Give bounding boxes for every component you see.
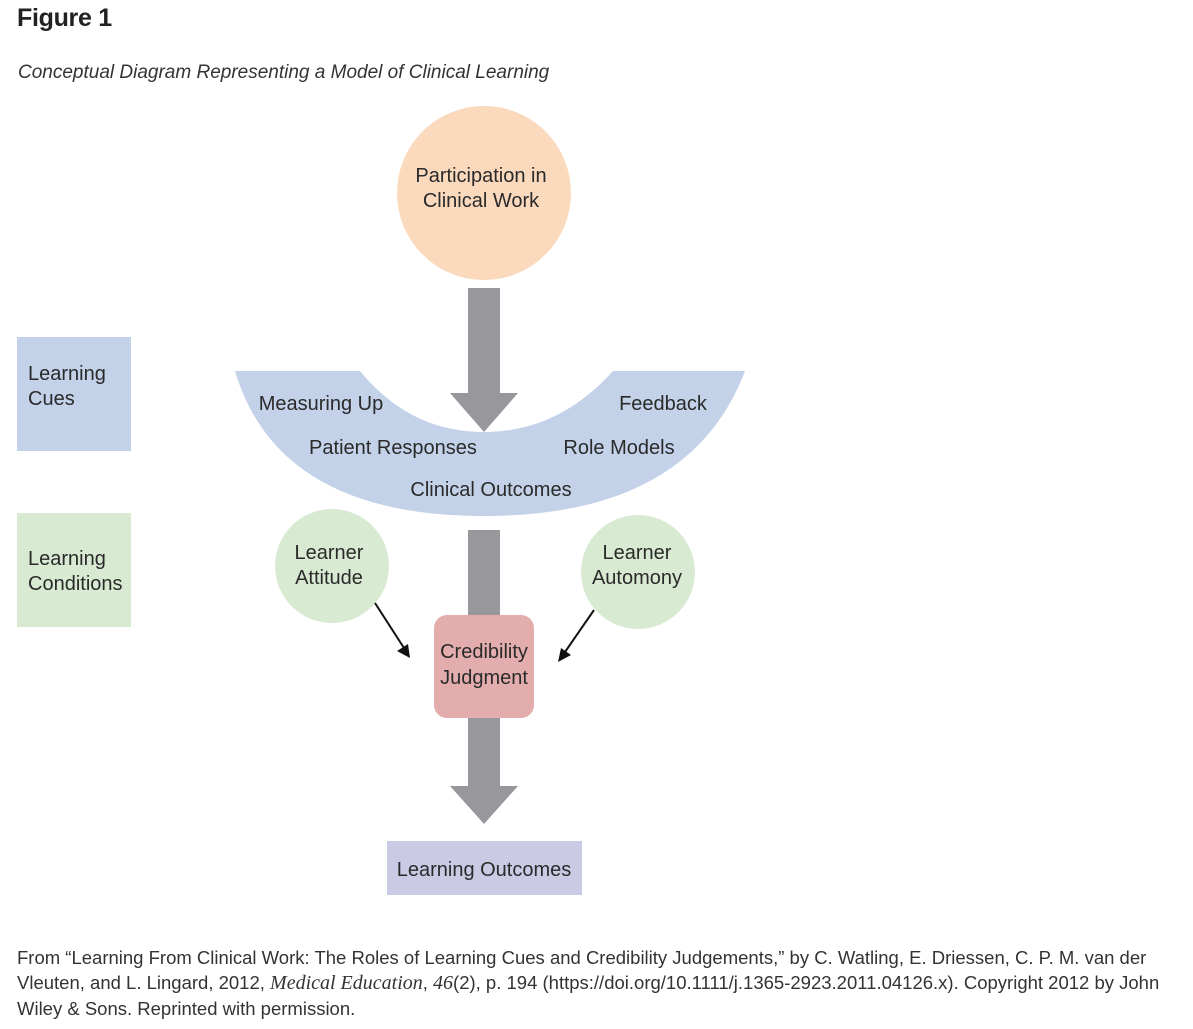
learner-automony-line1: Learner <box>603 542 672 564</box>
cue-role-models: Role Models <box>563 437 674 459</box>
citation-volume: 46 <box>433 972 454 994</box>
credibility-line1: Credibility <box>440 641 528 663</box>
participation-circle <box>397 106 571 280</box>
legend-conditions-box <box>17 513 131 627</box>
learner-attitude-line1: Learner <box>295 542 364 564</box>
legend-conditions-line2: Conditions <box>28 573 123 595</box>
source-citation: From “Learning From Clinical Work: The R… <box>17 945 1177 1021</box>
attitude-connector-arrowhead <box>397 644 410 658</box>
down-arrow-participation <box>450 288 518 432</box>
citation-text: From “Learning From Clinical Work: The R… <box>17 947 1147 993</box>
learning-outcomes-box <box>387 841 582 895</box>
learner-attitude-line2: Attitude <box>295 567 363 589</box>
legend-conditions-line1: Learning <box>28 548 106 570</box>
figure-label: Figure 1 <box>17 4 112 32</box>
credibility-box <box>434 615 534 718</box>
learner-attitude-circle <box>275 509 389 623</box>
citation-journal: Medical Education <box>270 972 423 994</box>
automony-connector-line <box>564 609 595 653</box>
legend-cues-line1: Learning <box>28 363 106 385</box>
citation-suffix: (2), p. 194 (https://doi.org/10.1111/j.1… <box>17 972 1160 1019</box>
attitude-connector-line <box>374 602 405 649</box>
automony-connector-arrowhead <box>558 648 571 662</box>
citation-separator: , <box>422 972 434 993</box>
learning-outcomes-label: Learning Outcomes <box>397 859 572 881</box>
learning-cues-bowl <box>235 371 745 516</box>
credibility-line2: Judgment <box>440 667 528 689</box>
cue-measuring-up: Measuring Up <box>259 393 384 415</box>
learner-automony-circle <box>581 515 695 629</box>
learner-automony-line2: Automony <box>592 567 682 589</box>
cue-patient-responses: Patient Responses <box>309 437 477 459</box>
figure-title: Conceptual Diagram Representing a Model … <box>18 62 550 83</box>
legend-cues-line2: Cues <box>28 388 75 410</box>
participation-line1: Participation in <box>415 165 546 187</box>
legend-cues-box <box>17 337 131 451</box>
cue-feedback: Feedback <box>619 393 708 415</box>
cue-clinical-outcomes: Clinical Outcomes <box>410 479 571 501</box>
clinical-learning-diagram: Learning Cues Learning Conditions Partic… <box>17 106 745 895</box>
participation-line2: Clinical Work <box>423 190 540 212</box>
